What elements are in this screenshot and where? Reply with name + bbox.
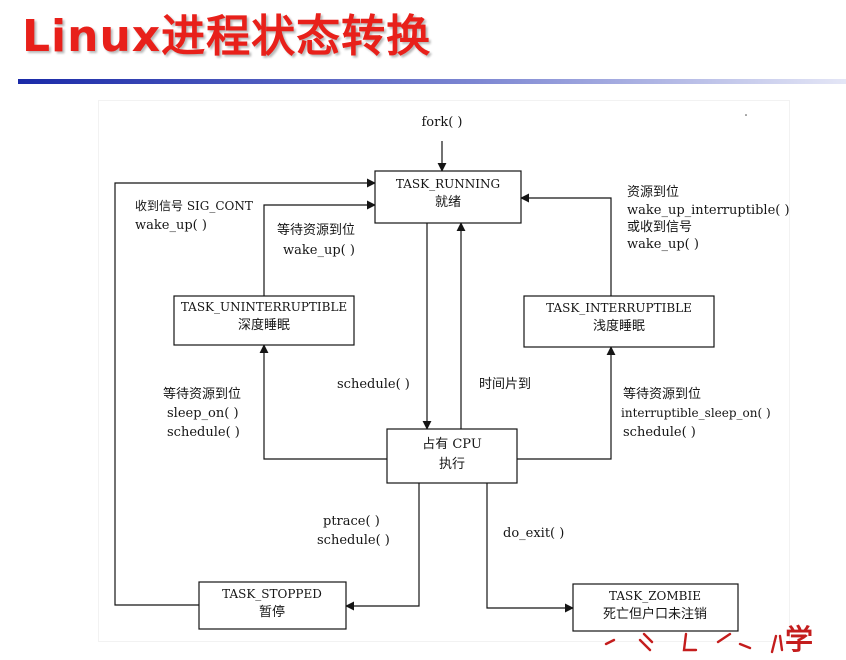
state-uninterruptible-name: TASK_UNINTERRUPTIBLE: [181, 300, 347, 314]
footer-glyph: 学: [785, 623, 814, 656]
state-running-name: TASK_RUNNING: [396, 177, 500, 191]
state-uninterruptible-box: [173, 295, 355, 346]
label-sleep-resource: 等待资源到位: [163, 386, 241, 402]
arrow-interruptible-to-running: [520, 193, 612, 296]
state-transition-diagram: TASK_RUNNING 就绪 TASK_UNINTERRUPTIBLE 深度睡…: [114, 114, 789, 632]
label-ptrace-schedule: schedule( ): [317, 533, 390, 548]
label-sigcont-wakeup: wake_up( ): [135, 218, 207, 233]
state-zombie-box: [572, 583, 739, 632]
state-interruptible-desc: 浅度睡眠: [593, 318, 645, 334]
label-int-wake-call: wake_up_interruptible( ): [627, 203, 789, 218]
label-ptrace: ptrace( ): [323, 514, 380, 529]
label-unint-wake-call: wake_up( ): [283, 243, 355, 258]
state-zombie-name: TASK_ZOMBIE: [609, 589, 701, 603]
label-unint-wake-resource: 等待资源到位: [277, 222, 355, 238]
label-sigcont-signal: 收到信号 SIG_CONT: [135, 199, 253, 213]
label-fork: fork( ): [421, 115, 462, 130]
label-isleep-call: interruptible_sleep_on( ): [621, 406, 771, 420]
state-interruptible-name: TASK_INTERRUPTIBLE: [546, 301, 692, 315]
label-sleep-call: sleep_on( ): [167, 406, 239, 421]
label-int-wake-signal: 或收到信号: [627, 220, 692, 235]
scan-speck: [745, 114, 747, 116]
label-sleep-schedule: schedule( ): [167, 425, 240, 440]
arrow-uninterruptible-to-running: [263, 200, 376, 296]
arrow-cpu-to-zombie: [486, 483, 574, 613]
footer-logo-mark: [604, 632, 784, 654]
label-isleep-schedule: schedule( ): [623, 425, 696, 440]
state-stopped-desc: 暂停: [259, 604, 285, 620]
state-running-desc: 就绪: [435, 195, 461, 210]
state-interruptible-box: [523, 295, 715, 348]
arrow-cpu-to-stopped: [345, 483, 420, 611]
state-diagram-figure: TASK_RUNNING 就绪 TASK_UNINTERRUPTIBLE 深度睡…: [98, 100, 790, 642]
state-cpu-desc: 执行: [439, 457, 465, 472]
arrow-stopped-to-running: [114, 178, 376, 606]
state-zombie-desc: 死亡但户口未注销: [603, 606, 707, 622]
label-int-wake-call2: wake_up( ): [627, 237, 699, 252]
arrow-cpu-to-interruptible: [517, 346, 616, 460]
state-stopped-box: [198, 581, 347, 630]
label-int-wake-resource: 资源到位: [627, 185, 679, 200]
label-do-exit: do_exit( ): [503, 526, 564, 541]
state-stopped-name: TASK_STOPPED: [222, 587, 322, 601]
label-schedule: schedule( ): [337, 377, 410, 392]
label-isleep-resource: 等待资源到位: [623, 386, 701, 402]
state-uninterruptible-desc: 深度睡眠: [238, 317, 290, 333]
state-running-box: [374, 170, 522, 224]
page-title: Linux进程状态转换: [22, 11, 432, 62]
title-underline: [18, 79, 846, 84]
state-cpu-name: 占有 CPU: [422, 437, 482, 452]
label-timeslice: 时间片到: [479, 377, 531, 392]
arrow-cpu-to-uninterruptible: [259, 344, 387, 460]
state-cpu-box: [386, 428, 518, 484]
